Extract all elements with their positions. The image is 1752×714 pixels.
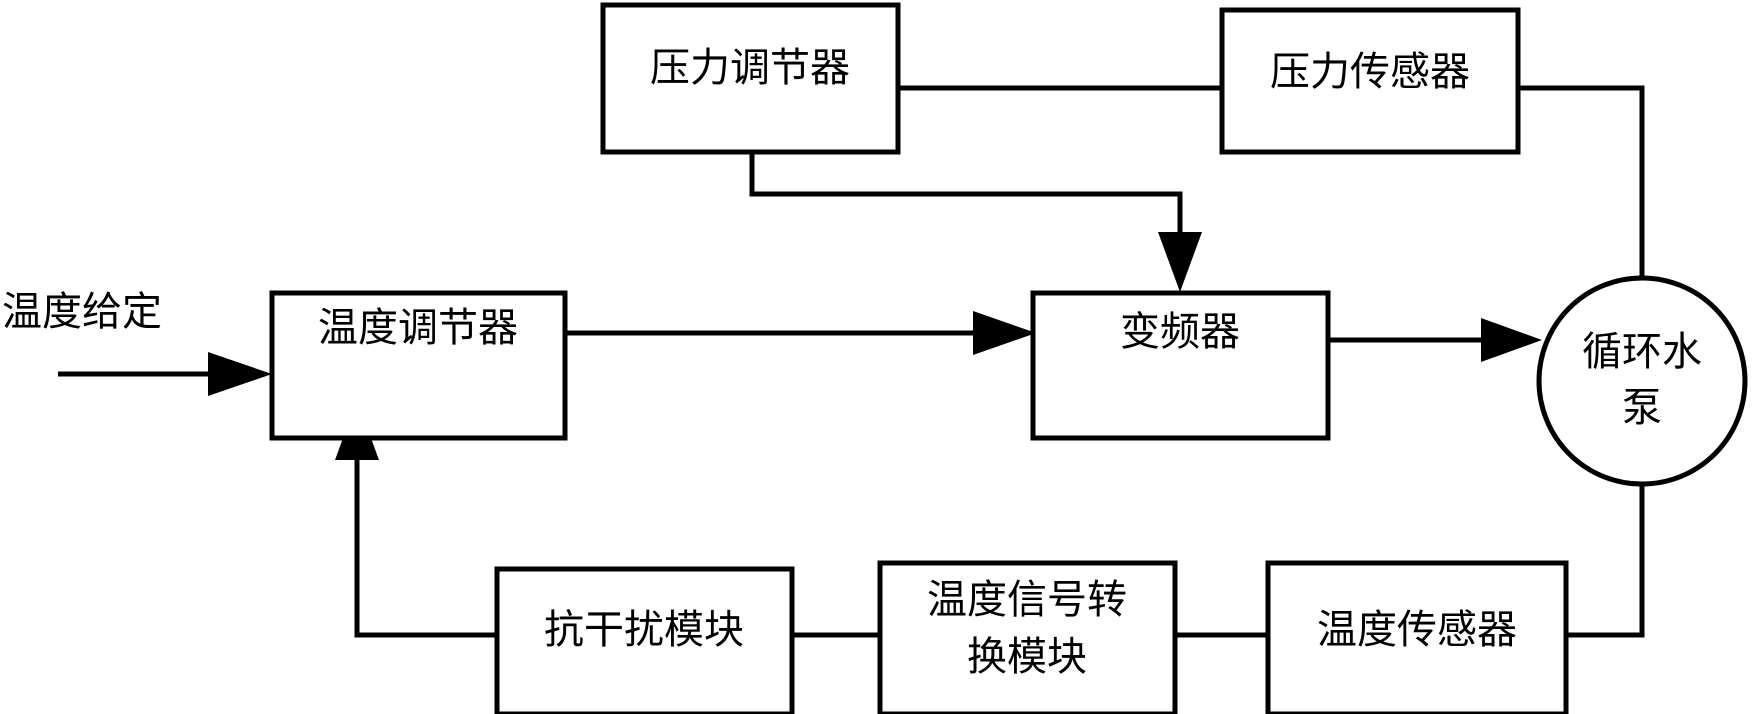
node-label-pressure-sensor: 压力传感器: [1270, 49, 1470, 94]
node-temperature-regulator[interactable]: 温度调节器: [269, 290, 568, 441]
node-anti-interference-module[interactable]: 抗干扰模块: [494, 566, 795, 714]
arrowhead-icon: [208, 352, 272, 396]
edge-converter-to-pump: [1328, 318, 1542, 362]
edge-pump-to-pressure-sensor: [1518, 85, 1645, 277]
node-label-temperature-signal-conversion-line2: 换模块: [967, 634, 1087, 679]
label-temperature-setpoint: 温度给定: [2, 289, 162, 334]
edge-temp-regulator-to-converter: [565, 311, 1036, 355]
edge-pressure-regulator-to-converter: [749, 152, 1202, 292]
node-label-temperature-regulator: 温度调节器: [318, 305, 518, 350]
node-label-temperature-sensor: 温度传感器: [1317, 607, 1517, 652]
node-pressure-regulator[interactable]: 压力调节器: [600, 2, 901, 155]
node-label-circulating-water-pump-line2: 泵: [1622, 385, 1662, 430]
node-label-pressure-regulator: 压力调节器: [650, 45, 850, 90]
arrowhead-icon: [1481, 318, 1542, 362]
node-temperature-sensor[interactable]: 温度传感器: [1265, 560, 1569, 714]
node-pressure-sensor[interactable]: 压力传感器: [1219, 7, 1521, 155]
node-label-circulating-water-pump-line1: 循环水: [1582, 329, 1702, 374]
node-circulating-water-pump[interactable]: 循环水 泵: [1536, 275, 1748, 487]
edge-setpoint-to-temp-regulator: [58, 352, 272, 396]
arrowhead-icon: [973, 311, 1036, 355]
edge-pump-to-temp-sensor: [1566, 485, 1645, 638]
node-frequency-converter[interactable]: 变频器: [1030, 290, 1331, 441]
node-label-anti-interference-module: 抗干扰模块: [544, 607, 744, 652]
arrowhead-icon: [1158, 232, 1202, 292]
node-label-temperature-signal-conversion-line1: 温度信号转: [927, 577, 1127, 622]
node-temperature-signal-conversion-module[interactable]: 温度信号转 换模块: [877, 560, 1178, 714]
node-label-frequency-converter: 变频器: [1120, 309, 1240, 354]
